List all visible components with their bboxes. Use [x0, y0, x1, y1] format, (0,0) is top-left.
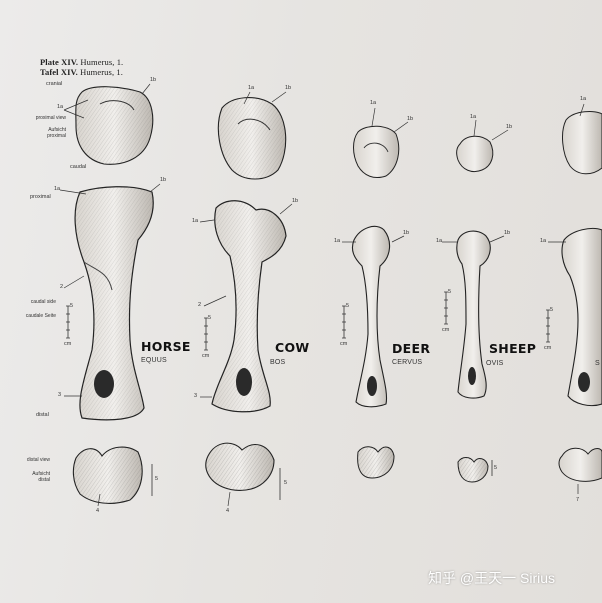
callout-1a: 1a	[54, 186, 61, 192]
callout-1a: 1a	[470, 114, 477, 120]
genus-equus: EQUUS	[141, 357, 167, 364]
label-distal-view: distal view	[26, 457, 50, 463]
callout-1a: 1a	[192, 218, 199, 224]
plate-subject-de: Humerus, 1.	[80, 67, 123, 77]
label-caudale-seite: caudale Seite	[25, 313, 56, 319]
label-proximal-view: proximal view	[35, 115, 66, 121]
leader-lines	[59, 83, 585, 507]
animal-name-horse: HORSE	[141, 339, 191, 354]
horse-distal-view	[72, 446, 143, 504]
callout-5: 5	[155, 476, 159, 482]
callout-4: 4	[96, 508, 100, 514]
fifth-humerus	[561, 227, 602, 407]
fifth-proximal-view	[562, 111, 602, 175]
callout-1a: 1a	[540, 238, 547, 244]
label-proximal: proximal	[30, 194, 51, 200]
callout-1b: 1b	[403, 230, 410, 236]
scale-number-5: 5	[208, 315, 212, 321]
plate-subject-en: Humerus, 1.	[80, 57, 124, 67]
animal-name-sheep: SHEEP	[489, 341, 537, 356]
plate-title-de: Tafel XIV. Humerus, 1.	[40, 67, 123, 77]
animal-name-cow: COW	[275, 340, 310, 355]
callout-4: 4	[226, 508, 230, 514]
deer-proximal-view	[353, 125, 400, 179]
sheep-humerus	[456, 230, 491, 399]
callout-3: 3	[194, 393, 198, 399]
scale-unit-cm: cm	[442, 327, 450, 333]
label-aufsicht-distal: Aufsicht distal	[32, 471, 50, 483]
watermark: 知乎 @王天一 Sirius	[428, 570, 555, 586]
scale-bars	[66, 291, 550, 500]
deer-humerus	[351, 225, 391, 408]
callout-1a: 1a	[57, 104, 64, 110]
scale-unit-cm: cm	[64, 341, 72, 347]
callout-1a: 1a	[370, 100, 377, 106]
fifth-distal-view	[558, 447, 602, 482]
callout-1b: 1b	[407, 116, 414, 122]
label-caudal-side: caudal side	[30, 299, 56, 305]
cow-humerus	[211, 200, 287, 413]
plate-title-en: Plate XIV. Humerus, 1.	[40, 57, 123, 67]
callout-3: 3	[58, 392, 62, 398]
horse-proximal-view	[75, 86, 154, 165]
label-distal: distal	[36, 412, 49, 418]
callout-5: 5	[284, 480, 288, 486]
plate-number-de: Tafel XIV.	[40, 67, 78, 77]
callout-2: 2	[198, 302, 202, 308]
label-aufsicht-proximal: Aufsicht proximal	[47, 127, 66, 139]
callout-1b: 1b	[160, 177, 167, 183]
scale-unit-cm: cm	[544, 345, 552, 351]
callout-1b: 1b	[506, 124, 513, 130]
genus-ovis: OVIS	[486, 360, 504, 367]
callout-1b: 1b	[292, 198, 299, 204]
scale-number-5: 5	[70, 303, 74, 309]
genus-cervus: CERVUS	[392, 359, 423, 366]
callout-1a: 1a	[436, 238, 443, 244]
callout-1a: 1a	[248, 85, 255, 91]
label-caudal: caudal	[70, 164, 87, 170]
plate-number-en: Plate XIV.	[40, 57, 79, 67]
genus-bos: BOS	[270, 359, 286, 366]
callout-1b: 1b	[504, 230, 511, 236]
genus-partial: S	[595, 360, 600, 367]
scale-unit-cm: cm	[340, 341, 348, 347]
cow-distal-view	[205, 442, 275, 491]
cow-proximal-view	[217, 97, 287, 180]
scale-number-5: 5	[550, 307, 554, 313]
animal-name-deer: DEER	[392, 341, 431, 356]
scale-number-5: 5	[346, 303, 350, 309]
scale-number-5: 5	[448, 289, 452, 295]
callout-2: 2	[60, 284, 64, 290]
deer-distal-view	[357, 446, 395, 479]
callout-1b: 1b	[150, 77, 157, 83]
sheep-proximal-view	[456, 135, 494, 173]
label-cranial: cranial	[46, 81, 63, 87]
callout-1a: 1a	[580, 96, 587, 102]
scale-unit-cm: cm	[202, 353, 210, 359]
callout-5: 5	[494, 465, 498, 471]
sheep-distal-view	[457, 457, 489, 483]
callout-7: 7	[576, 497, 580, 503]
callout-1b: 1b	[285, 85, 292, 91]
callout-1a: 1a	[334, 238, 341, 244]
horse-humerus	[74, 186, 154, 421]
